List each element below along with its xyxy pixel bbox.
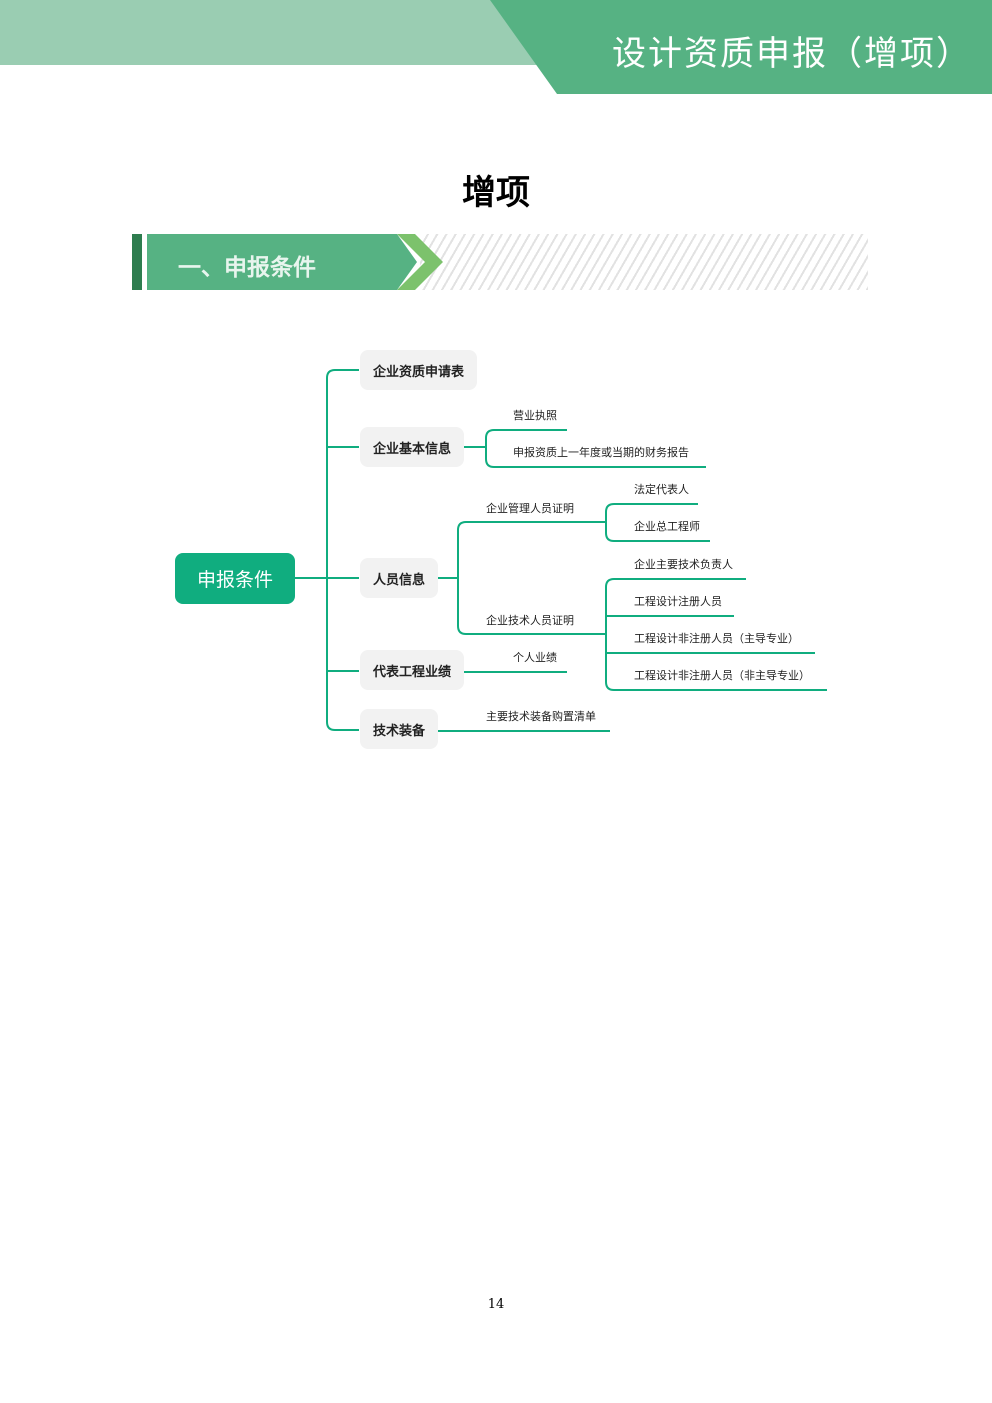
- leaf-financial-report: 申报资质上一年度或当期的财务报告: [513, 446, 689, 459]
- leaf-business-license: 营业执照: [513, 409, 557, 422]
- leaf-equipment-list: 主要技术装备购置清单: [486, 710, 596, 723]
- leaf-nonregistered-other: 工程设计非注册人员（非主导专业）: [634, 669, 810, 682]
- node-basic-info: 企业基本信息: [360, 427, 464, 467]
- leaf-management-proof: 企业管理人员证明: [486, 502, 574, 515]
- leaf-technical-proof: 企业技术人员证明: [486, 614, 574, 627]
- node-application-form: 企业资质申请表: [360, 350, 477, 390]
- bracket-management: [605, 503, 710, 542]
- bracket-technical: [605, 578, 827, 691]
- node-personnel: 人员信息: [360, 558, 438, 598]
- header-band-light: [0, 0, 560, 65]
- leaf-personal-performance: 个人业绩: [513, 651, 557, 664]
- header-band-dark: [490, 0, 992, 94]
- page-number: 14: [487, 1297, 505, 1312]
- node-performance: 代表工程业绩: [360, 650, 464, 690]
- section-heading: 一、申报条件: [178, 255, 316, 281]
- leaf-legal-rep: 法定代表人: [634, 483, 689, 496]
- mindmap-root: 申报条件: [175, 553, 295, 604]
- page-title: 增项: [462, 173, 530, 213]
- node-equipment: 技术装备: [360, 709, 438, 749]
- section-accent-bar: [132, 234, 142, 290]
- section-stripes: [420, 234, 868, 290]
- leaf-registered: 工程设计注册人员: [634, 595, 722, 608]
- leaf-chief-engineer: 企业总工程师: [634, 520, 700, 533]
- bracket-basic: [485, 429, 706, 468]
- header-title: 设计资质申报（增项）: [612, 34, 972, 74]
- leaf-nonregistered-main: 工程设计非注册人员（主导专业）: [634, 632, 799, 645]
- connector-trunk: [326, 369, 359, 731]
- bracket-personnel: [457, 521, 606, 635]
- section-band: [147, 234, 417, 290]
- leaf-tech-lead: 企业主要技术负责人: [634, 558, 733, 571]
